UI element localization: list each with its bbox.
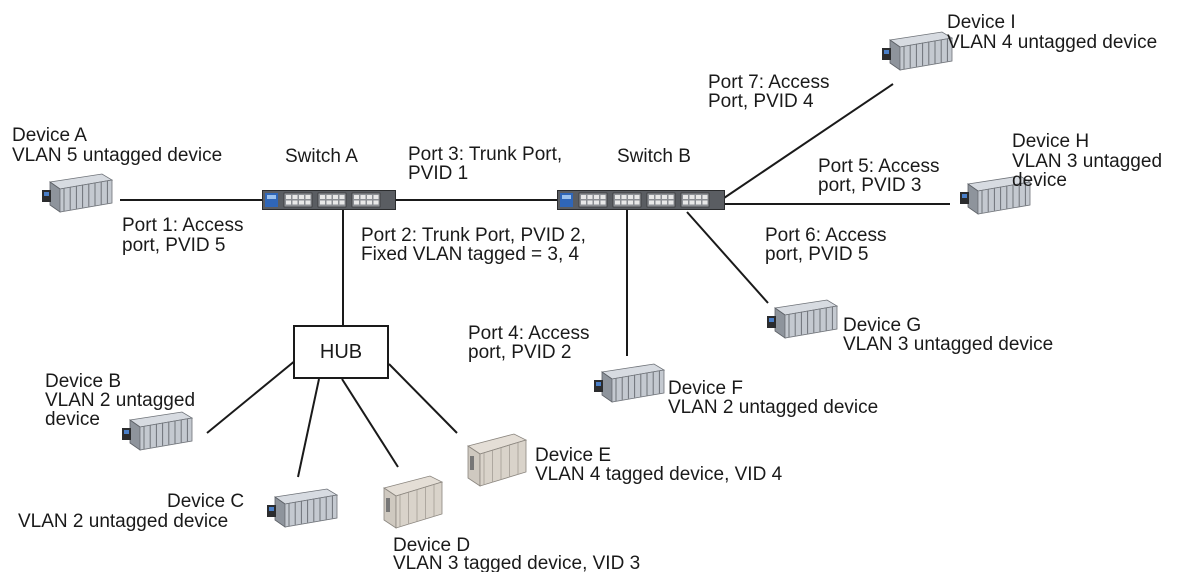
port-4-line2: port, PVID 2 — [468, 342, 572, 363]
device-i-name: Device I — [947, 12, 1016, 33]
device-b-desc-line2: device — [45, 409, 100, 430]
port-6-line1: Port 6: Access — [765, 225, 887, 246]
port-1-line2: port, PVID 5 — [122, 235, 226, 256]
switch-b-label: Switch B — [617, 146, 691, 167]
port-3-line2: PVID 1 — [408, 163, 469, 184]
device-e-desc: VLAN 4 tagged device, VID 4 — [535, 464, 783, 485]
device-i-icon — [880, 28, 954, 77]
device-a-name: Device A — [12, 125, 87, 146]
switch-b-icon — [557, 188, 725, 212]
device-c-name: Device C — [167, 491, 245, 512]
device-h-icon — [958, 172, 1032, 221]
link-hub-device-c — [297, 378, 320, 478]
port-3-line1: Port 3: Trunk Port, — [408, 144, 563, 165]
hub-box: HUB — [293, 325, 389, 379]
device-f-icon — [592, 360, 666, 409]
device-h-name: Device H — [1012, 131, 1090, 152]
device-f-desc: VLAN 2 untagged device — [668, 397, 879, 418]
port-2-line1: Port 2: Trunk Port, PVID 2, — [361, 225, 586, 246]
port-7-line1: Port 7: Access — [708, 72, 830, 93]
switch-a-icon — [262, 188, 396, 212]
port-2-line2: Fixed VLAN tagged = 3, 4 — [361, 244, 580, 265]
device-b-desc-line1: VLAN 2 untagged — [45, 390, 196, 411]
device-d-desc: VLAN 3 tagged device, VID 3 — [393, 553, 641, 572]
link-switch-b-device-i — [723, 83, 894, 199]
device-e-name: Device E — [535, 445, 612, 466]
device-c-desc: VLAN 2 untagged device — [18, 511, 229, 532]
port-4-line1: Port 4: Access — [468, 323, 590, 344]
device-i-desc: VLAN 4 untagged device — [947, 32, 1158, 53]
device-d-icon — [378, 470, 448, 537]
device-h-desc-line1: VLAN 3 untagged — [1012, 151, 1163, 172]
port-7-line2: Port, PVID 4 — [708, 91, 814, 112]
device-e-icon — [462, 428, 532, 495]
device-d-name: Device D — [393, 535, 471, 556]
device-f-name: Device F — [668, 378, 743, 399]
device-b-name: Device B — [45, 371, 122, 392]
hub-label: HUB — [319, 340, 363, 363]
switch-a-label: Switch A — [285, 146, 358, 167]
link-hub-device-b — [206, 359, 297, 434]
device-h-desc-line2: device — [1012, 170, 1067, 191]
device-g-desc: VLAN 3 untagged device — [843, 334, 1054, 355]
device-g-icon — [765, 296, 839, 345]
device-g-name: Device G — [843, 315, 922, 336]
port-1-line1: Port 1: Access — [122, 215, 244, 236]
link-switch-b-device-g — [686, 211, 769, 304]
port-6-line2: port, PVID 5 — [765, 244, 869, 265]
device-b-icon — [120, 408, 194, 457]
device-a-desc: VLAN 5 untagged device — [12, 145, 223, 166]
link-hub-device-e — [388, 363, 458, 434]
device-a-icon — [40, 170, 114, 219]
port-5-line1: Port 5: Access — [818, 156, 940, 177]
port-5-line2: port, PVID 3 — [818, 175, 922, 196]
device-c-icon — [265, 485, 339, 534]
link-hub-device-d — [341, 378, 399, 468]
